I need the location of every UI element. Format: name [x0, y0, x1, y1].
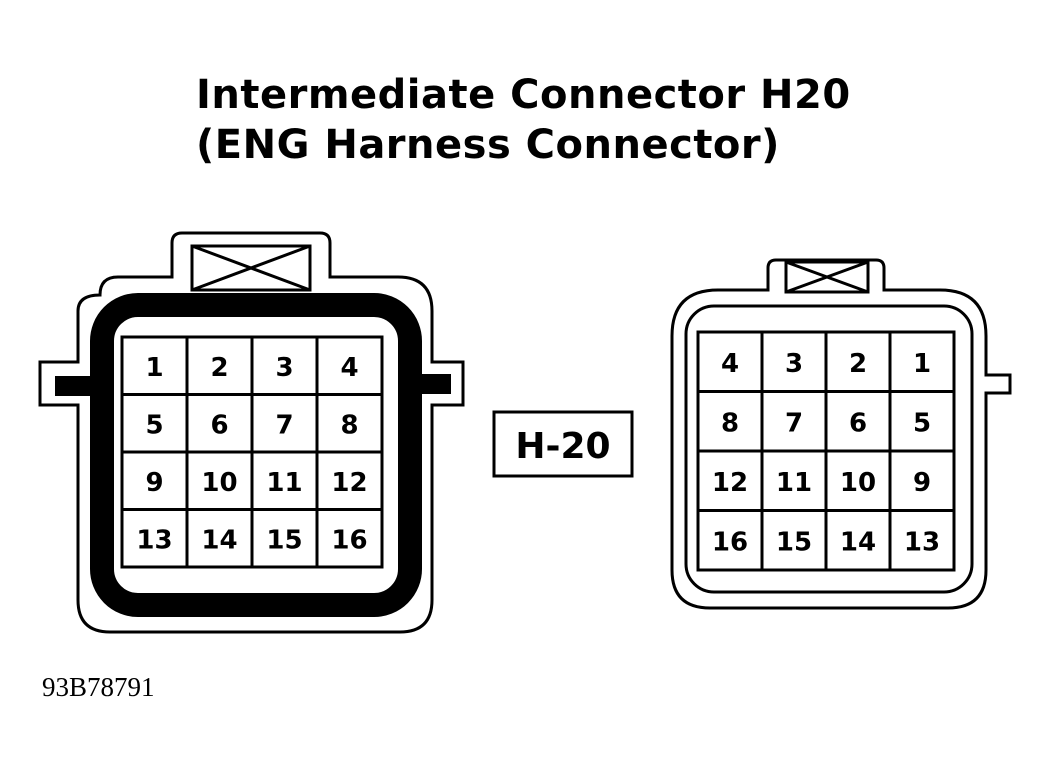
left-side-key-left [55, 376, 95, 396]
left-pin-label: 4 [340, 353, 358, 383]
title-line-1: Intermediate Connector H20 [196, 72, 851, 118]
figure-id: 93B78791 [42, 672, 155, 702]
left-pin-label: 14 [201, 525, 237, 555]
right-pin-label: 13 [904, 527, 940, 557]
right-pin-grid: 4 3 2 1 8 7 6 5 12 11 10 9 16 15 14 13 [696, 330, 956, 572]
right-pin-label: 12 [712, 468, 748, 498]
left-pin-label: 16 [331, 525, 367, 555]
left-pin-label: 7 [275, 410, 293, 440]
latch-cross-icon [191, 244, 311, 292]
right-pin-label: 8 [721, 408, 739, 438]
left-pin-label: 11 [266, 468, 302, 498]
left-pin-label: 6 [210, 410, 228, 440]
left-pin-cell [315, 508, 384, 569]
left-pin-label: 12 [331, 468, 367, 498]
right-pin-label: 9 [913, 468, 931, 498]
left-pin-label: 5 [145, 410, 163, 440]
left-pin-label: 1 [145, 353, 163, 383]
connector-tag: H-20 [492, 410, 634, 478]
right-pin-label: 15 [776, 527, 812, 557]
title-line-2: (ENG Harness Connector) [196, 122, 780, 168]
right-inner-outline [684, 304, 974, 594]
right-pin-label: 7 [785, 408, 803, 438]
latch-cross-icon [785, 260, 869, 294]
right-pin-label: 1 [913, 349, 931, 379]
left-pin-label: 2 [210, 353, 228, 383]
right-pin-label: 6 [849, 408, 867, 438]
right-pin-label: 5 [913, 408, 931, 438]
right-pin-label: 11 [776, 468, 812, 498]
right-connector: 4 3 2 1 8 7 6 5 12 11 10 9 16 15 14 13 [670, 258, 1012, 610]
right-pin-label: 4 [721, 349, 739, 379]
left-pin-label: 9 [145, 468, 163, 498]
left-pin-label: 13 [136, 525, 172, 555]
right-pin-label: 2 [849, 349, 867, 379]
left-pin-label: 15 [266, 525, 302, 555]
left-pin-label: 8 [340, 410, 358, 440]
connector-tag-label: H-20 [515, 426, 610, 467]
connector-tag-box [492, 410, 634, 478]
left-side-key-right [415, 374, 451, 394]
left-pin-label: 10 [201, 468, 237, 498]
left-seal-ring [90, 293, 422, 617]
right-pin-cell [888, 509, 956, 572]
right-pin-label: 10 [840, 468, 876, 498]
left-pin-label: 3 [275, 353, 293, 383]
right-pin-label: 14 [840, 527, 876, 557]
right-pin-label: 3 [785, 349, 803, 379]
right-pin-label: 16 [712, 527, 748, 557]
